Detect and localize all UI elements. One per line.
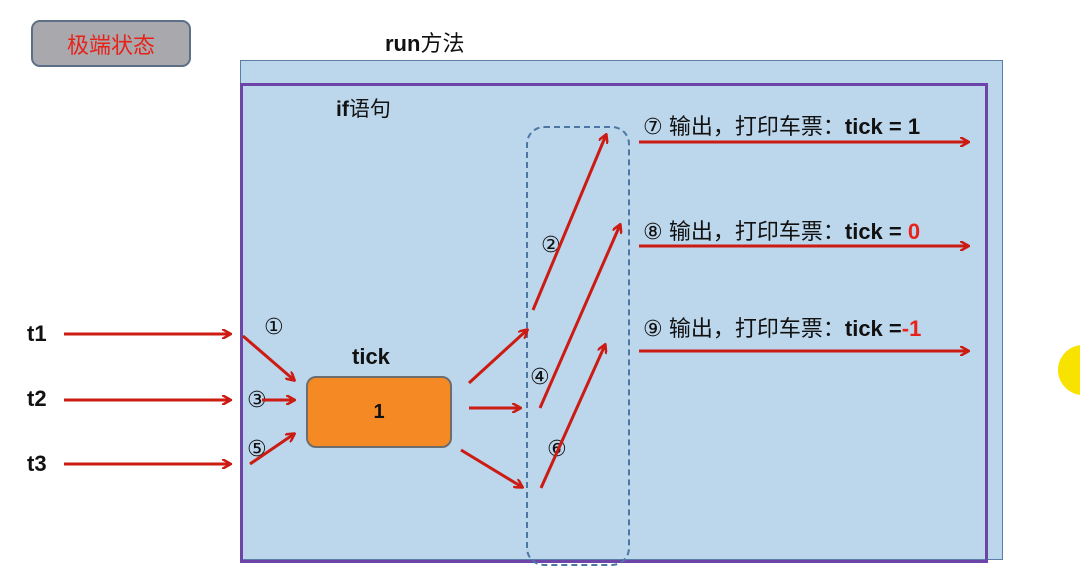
thread-t3-label: t3 [27,451,47,476]
step2-arrow [531,135,606,311]
output-text: 输出，打印车票： [668,317,845,342]
output-text: 输出，打印车票： [668,115,845,140]
t1-out-arrow [467,330,527,385]
step-1-marker: ① [264,315,284,340]
output-step: ⑦ [643,114,663,139]
output-line-7: ⑦ 输出，打印车票：tick = 1 [643,109,920,141]
output-line-9: ⑨ 输出，打印车票：tick =-1 [643,311,921,343]
t3-out-arrow [460,448,522,487]
if-statement-title: if语句 [336,93,391,123]
step1-arrow [242,334,294,380]
thread-t2-label: t2 [27,386,47,411]
output-value: 0 [901,219,921,244]
tick-variable-label: tick [352,344,390,369]
run-method-title: run方法 [385,26,464,58]
output-value: 1 [901,114,921,139]
output-value: -1 [901,316,922,341]
tick-value-box: 1 [306,376,452,448]
output-step: ⑨ [643,316,663,341]
run-method-suffix: 方法 [420,32,465,57]
thread-t1-label: t1 [27,321,47,346]
output-expr: tick = [844,219,902,244]
cursor-highlight-dot [1058,345,1080,395]
output-step: ⑧ [643,219,663,244]
output-expr: tick = [844,316,902,341]
if-prefix: if [336,98,349,121]
output-text: 输出，打印车票： [668,220,845,245]
step-4-marker: ④ [530,365,550,390]
step6-arrow [539,345,605,489]
output-expr: tick = [844,114,902,139]
output-line-8: ⑧ 输出，打印车票：tick = 0 [643,214,920,246]
if-suffix: 语句 [348,97,391,121]
step4-arrow [538,225,620,409]
badge-label: 极端状态 [66,33,155,59]
step5-arrow [249,434,294,466]
run-method-prefix: run [385,31,421,56]
flow-arrows [64,0,1080,547]
tick-value: 1 [373,400,385,423]
extreme-state-badge: 极端状态 [31,20,191,67]
step-3-marker: ③ [247,388,267,413]
